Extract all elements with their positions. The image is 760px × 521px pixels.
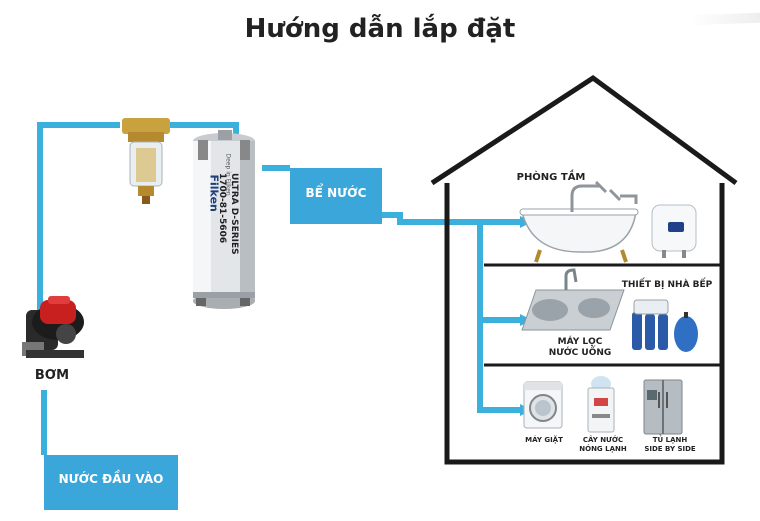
washing-machine-label: MÁY GIẶT bbox=[525, 436, 563, 444]
water-heater-icon bbox=[651, 204, 697, 258]
water-dispenser-icon bbox=[587, 376, 615, 433]
water-dispenser-label: CÂY NƯỚC NÓNG LẠNH bbox=[576, 436, 630, 454]
ro-purifier-icon bbox=[632, 299, 698, 352]
tank-label: BỂ NƯỚC bbox=[305, 186, 367, 200]
bathtub-icon bbox=[519, 208, 639, 263]
pump-label: BƠM bbox=[34, 368, 70, 383]
kitchen-sink-icon bbox=[521, 268, 625, 331]
filter-housing-icon bbox=[193, 130, 255, 309]
water-dispenser-line2: NÓNG LẠNH bbox=[579, 444, 627, 453]
inlet-label: NƯỚC ĐẦU VÀO bbox=[58, 472, 164, 486]
fridge-line2: SIDE BY SIDE bbox=[644, 444, 696, 453]
tank-box bbox=[290, 168, 382, 224]
water-dispenser-line1: CÂY NƯỚC bbox=[582, 436, 624, 444]
washing-machine-icon bbox=[523, 381, 563, 429]
page-title: Hướng dẫn lắp đặt bbox=[244, 14, 516, 44]
kitchen-devices-label: THIẾT BỊ NHÀ BẾP bbox=[621, 280, 713, 290]
pipe-network bbox=[37, 122, 520, 455]
house-outline bbox=[430, 74, 738, 465]
bathroom-label: PHÒNG TẮM bbox=[516, 172, 586, 183]
fridge-line1: TỦ LẠNH bbox=[652, 436, 688, 444]
water-purifier-line2: NƯỚC UỐNG bbox=[548, 348, 612, 359]
prefilter-icon bbox=[122, 118, 170, 204]
pump-icon bbox=[22, 296, 84, 358]
inlet-box bbox=[44, 455, 178, 510]
filter-model: ULTRA D-SERIES bbox=[229, 173, 239, 255]
fridge-icon bbox=[643, 379, 683, 435]
water-purifier-line1: MÁY LỌC bbox=[557, 337, 603, 347]
filter-model-text: ULTRA D-SERIES bbox=[229, 173, 239, 293]
fridge-label: TỦ LẠNH SIDE BY SIDE bbox=[640, 436, 700, 454]
water-purifier-label: MÁY LỌC NƯỚC UỐNG bbox=[540, 337, 620, 360]
filter-phone: 1700-81-5606 bbox=[217, 173, 227, 244]
filter-phone-text: 1700-81-5606 bbox=[217, 173, 227, 293]
shower-faucet-icon bbox=[570, 180, 638, 212]
